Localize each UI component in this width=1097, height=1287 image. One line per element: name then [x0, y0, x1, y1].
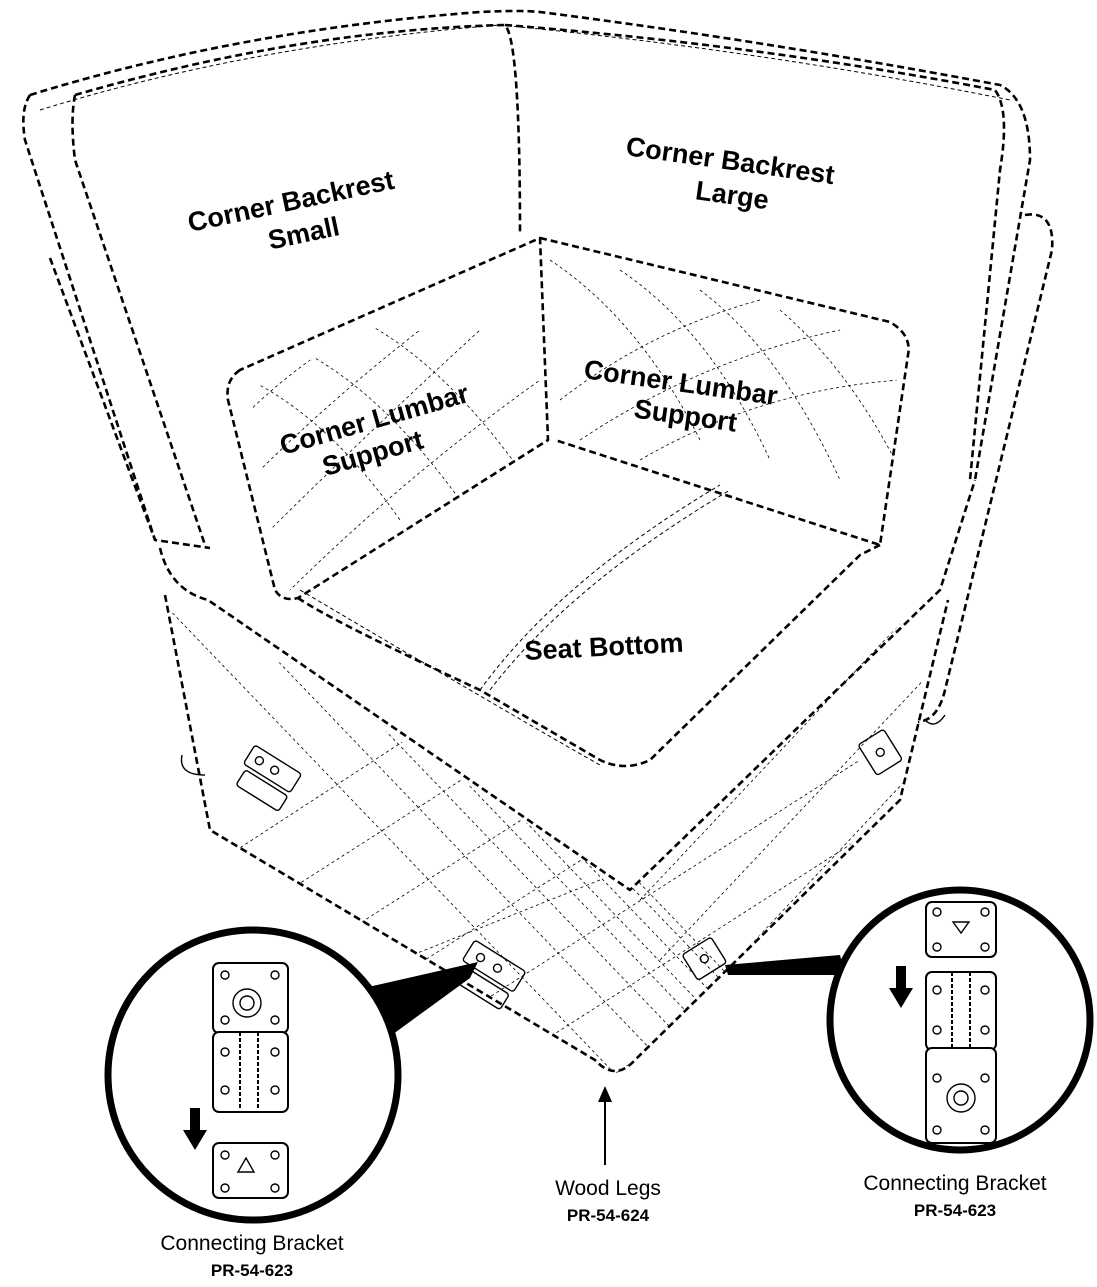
label-seat-bottom: Seat Bottom	[524, 628, 684, 666]
caption-bracket-right-name: Connecting Bracket	[863, 1172, 1046, 1195]
sofa-outline	[22, 9, 1054, 1073]
zoom-callout-right	[725, 886, 1094, 1154]
caption-wood-legs-part-no: PR-54-624	[567, 1206, 650, 1225]
caption-bracket-left-part-no: PR-54-623	[211, 1261, 293, 1280]
down-arrow-icon	[889, 966, 913, 1008]
quilted-lumbar-left	[250, 319, 541, 590]
label-lumbar-left: Corner Lumbar Support	[276, 378, 472, 482]
quilted-lumbar-right	[549, 259, 900, 481]
connecting-bracket-detail-right	[925, 901, 997, 1144]
zoom-callout-left	[104, 926, 478, 1224]
wood-legs-pointer	[598, 1086, 612, 1165]
down-arrow-icon	[183, 1108, 207, 1150]
caption-bracket-right-part-no: PR-54-623	[914, 1201, 996, 1220]
bracket-on-sofa-right-side	[858, 729, 903, 776]
caption-bracket-left-name: Connecting Bracket	[160, 1232, 343, 1255]
label-lumbar-right: Corner Lumbar Support	[582, 354, 780, 437]
caption-wood-legs-name: Wood Legs	[555, 1177, 661, 1200]
label-backrest-small: Corner Backrest Small	[185, 165, 397, 256]
svg-text:Large: Large	[694, 175, 771, 215]
label-backrest-large: Corner Backrest Large	[624, 131, 836, 215]
bracket-on-sofa-left-side	[236, 745, 302, 812]
bracket-on-sofa-front-right	[682, 937, 727, 981]
connecting-bracket-detail-left	[212, 962, 289, 1199]
